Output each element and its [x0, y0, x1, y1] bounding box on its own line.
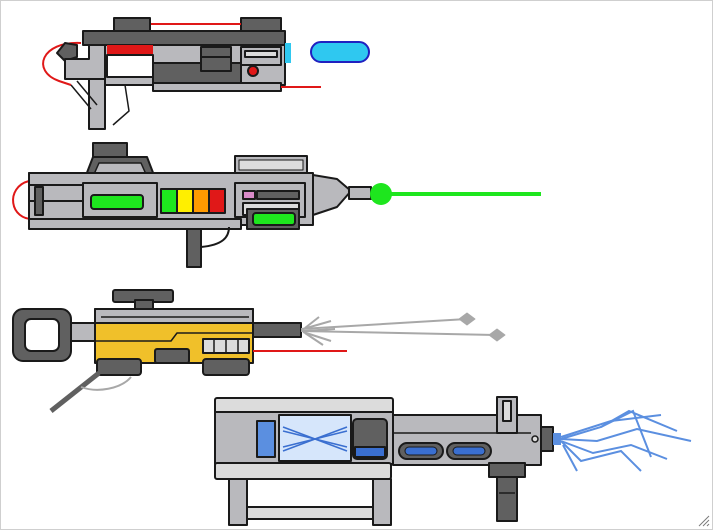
rifle-center-frame [82, 182, 158, 218]
cyan-bolt-projectile [310, 41, 370, 63]
cannon-barrel-cell-2-glow [452, 446, 486, 456]
harpoon-ring-hole [24, 318, 60, 352]
rifle-cable [12, 180, 36, 221]
green-beam-emitter [370, 183, 392, 205]
harpoon-top-strip [94, 308, 254, 324]
cannon-leg-right [372, 478, 392, 526]
cannon-barrel-cell-1-glow [404, 446, 438, 456]
rifle-barrel-tip [348, 186, 372, 200]
cannon-bottom-rail [214, 462, 392, 480]
cannon-muzzle [540, 426, 554, 452]
pistol-bottom-rail [152, 82, 282, 92]
harpoon-bottom-panel [154, 348, 190, 364]
cannon-muzzle-bolt [531, 435, 539, 443]
cannon-grip-collar [488, 462, 526, 478]
pistol-top-rail [82, 30, 286, 46]
cannon-emitter [553, 433, 561, 445]
cannon-right-chamber-glow [354, 446, 386, 458]
weapon-electro-cannon [214, 396, 692, 526]
pistol-white-panel [106, 54, 154, 78]
charge-segment-green [160, 188, 178, 214]
cannon-core-window [278, 414, 352, 462]
harpoon-rear-grip [202, 358, 250, 376]
harpoon-body-divider [95, 332, 253, 342]
pistol-hammer [56, 42, 78, 62]
cannon-leg-crossbar [246, 506, 374, 520]
rifle-pink-indicator [242, 190, 256, 200]
pistol-red-light [247, 65, 259, 77]
cannon-left-cell [256, 420, 276, 458]
twin-darts-projectile [300, 316, 496, 346]
dart-head-lower [488, 328, 506, 342]
resize-grip-icon[interactable] [696, 513, 710, 527]
rifle-green-window [90, 194, 144, 210]
harpoon-stand-leg [49, 371, 101, 413]
harpoon-stand-brace [80, 376, 132, 391]
weapon-harpoon-gun [12, 289, 506, 413]
rifle-green-light [252, 212, 296, 226]
charge-segment-red [208, 188, 226, 214]
pistol-top-fin-left [113, 17, 151, 33]
pistol-muzzle-glow [285, 43, 291, 63]
cannon-leg-left [228, 478, 248, 526]
rifle-module-slot [256, 190, 300, 200]
rifle-left-slot [34, 186, 44, 216]
weapon-laser-rifle [12, 142, 541, 268]
harpoon-stock-connector [70, 322, 98, 342]
rifle-bottom-rail [28, 218, 242, 230]
rifle-grip [186, 228, 202, 268]
pistol-trigger-guard [105, 84, 130, 126]
pistol-side-panel-slot [244, 50, 278, 58]
pistol-trigger-lines [70, 80, 98, 110]
charge-segment-yellow [176, 188, 194, 214]
rifle-top-knob [92, 142, 128, 158]
cannon-core-crosswires [282, 426, 348, 452]
harpoon-front-grip [96, 358, 142, 376]
pistol-top-fin-right [240, 17, 282, 33]
rifle-scope-inner [238, 159, 304, 171]
weapon-blaster-pistol [42, 17, 370, 130]
cannon-grip [496, 476, 518, 522]
lightning-spray-projectile [560, 409, 692, 472]
pistol-red-panel [107, 45, 153, 55]
harpoon-barrel [252, 322, 302, 338]
dart-head-upper [458, 312, 476, 326]
cannon-sight-slot [502, 400, 512, 422]
rifle-trigger-guard [200, 226, 230, 248]
charge-segment-orange [192, 188, 210, 214]
rifle-charge-meter [160, 188, 226, 214]
rifle-muzzle-cone [312, 174, 352, 216]
pistol-block [200, 46, 232, 72]
